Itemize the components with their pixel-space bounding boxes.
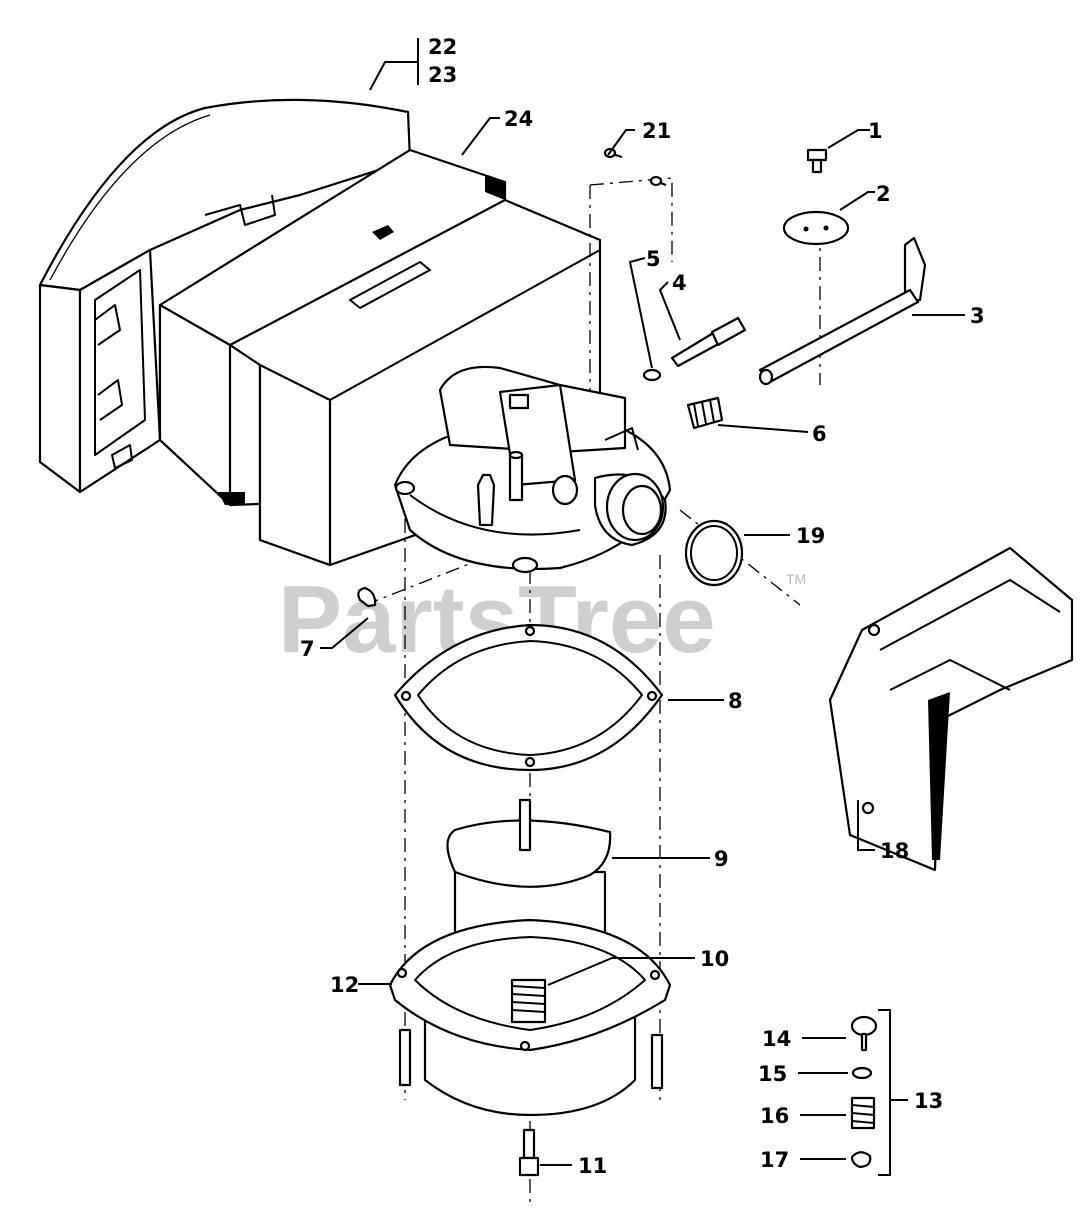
callout-8: 8 [728, 689, 743, 713]
callouts: 1 2 3 4 5 6 7 8 9 10 11 12 13 14 15 16 1… [300, 35, 985, 1178]
plate-2 [782, 210, 850, 246]
spring-6 [686, 396, 724, 430]
valve-kit [850, 1015, 878, 1169]
screw-1 [806, 148, 828, 174]
air-filter-element [158, 148, 602, 567]
callout-19: 19 [796, 524, 825, 548]
callout-1: 1 [868, 119, 883, 143]
valve-14 [850, 1015, 878, 1037]
callout-22: 22 [428, 35, 457, 59]
callout-13: 13 [914, 1089, 943, 1113]
callout-6: 6 [812, 422, 827, 446]
callout-17: 17 [760, 1148, 789, 1172]
callout-3: 3 [970, 304, 985, 328]
callout-21: 21 [642, 119, 671, 143]
screws-21 [603, 147, 667, 187]
callout-24: 24 [504, 107, 533, 131]
callout-16: 16 [760, 1104, 789, 1128]
callout-15: 15 [758, 1062, 787, 1086]
callout-12: 12 [330, 973, 359, 997]
clip-7 [357, 586, 377, 608]
callout-18: 18 [880, 839, 909, 863]
bowl-screws [398, 1028, 664, 1090]
retainer-17 [850, 1151, 872, 1169]
o-ring-19 [684, 519, 744, 587]
callout-9: 9 [714, 847, 729, 871]
callout-5: 5 [646, 247, 661, 271]
air-cleaner-cover [38, 98, 412, 494]
spring-10 [510, 978, 547, 1024]
screw-11 [518, 1128, 540, 1177]
callout-2: 2 [876, 182, 891, 206]
callout-11: 11 [578, 1154, 607, 1178]
callout-10: 10 [700, 947, 729, 971]
adapter-18 [828, 546, 1074, 872]
needle-4 [670, 316, 747, 368]
gasket-8 [393, 623, 664, 772]
callout-23: 23 [428, 63, 457, 87]
carburetor-body [393, 365, 672, 574]
throttle-shaft-3 [758, 236, 927, 386]
trademark: TM [786, 571, 806, 587]
callout-14: 14 [762, 1027, 791, 1051]
washer-15 [851, 1066, 873, 1080]
callout-4: 4 [672, 271, 687, 295]
callout-7: 7 [300, 637, 315, 661]
leader-lines [320, 38, 965, 1176]
gasket-5 [642, 368, 662, 382]
